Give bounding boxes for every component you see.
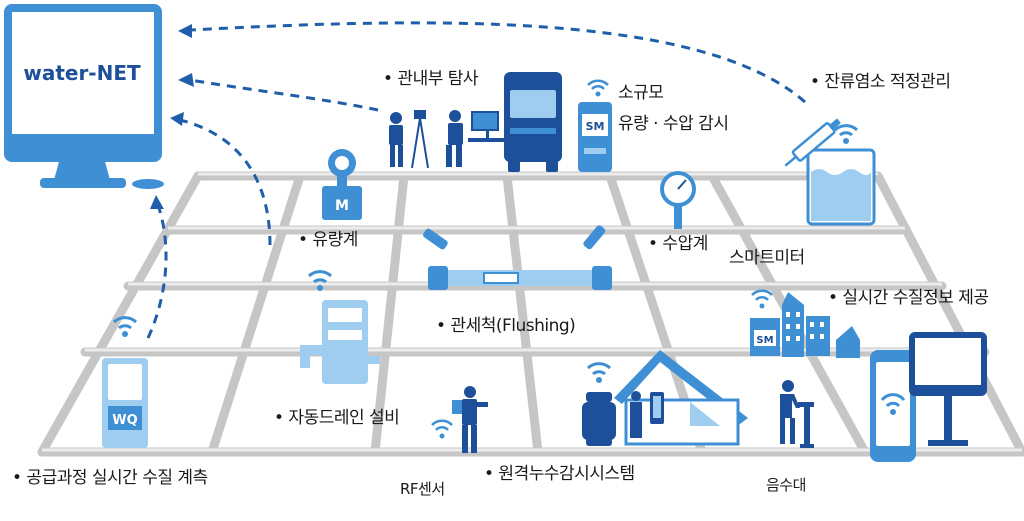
rf-wifi-icon [431,419,453,439]
flow-meter-badge: M [335,198,349,214]
label-small-scale-line2: 유량 · 수압 감시 [618,114,729,134]
pipe-grid-highlight [42,172,1022,452]
pipe-grid [37,171,1024,457]
rf-sensor-worker [452,386,488,453]
pressure-gauge [660,171,696,229]
arrow-from-flowmeter [179,118,272,246]
arrow-from-wq [146,204,168,339]
label-small-scale-line1: 소규모 [618,83,664,103]
wq-badge: WQ [112,413,137,428]
realtime-info-buildings [750,289,860,358]
label-auto-drain: • 자동드레인 설비 [274,408,400,428]
mobile-phone [870,350,916,462]
water-net-monitor [4,4,164,189]
label-supply-monitor: • 공급과정 실시간 수질 계측 [12,468,208,488]
label-chlorine: • 잔류염소 적정관리 [810,72,951,92]
drinking-fountain [780,380,814,448]
dashboard-screen [909,332,987,446]
monitor-title: water-NET [23,61,141,85]
label-rf-sensor: RF센서 [400,480,445,498]
flow-meter [322,149,362,220]
flushing-pipe [423,225,612,290]
arrow-from-chlorine [189,21,806,104]
label-leak-system: • 원격누수감시시스템 [484,464,635,484]
small-scale-badge: SM [586,120,605,133]
label-flushing: • 관세척(Flushing) [436,316,576,336]
label-pipe-inspection: • 관내부 탐사 [383,69,479,89]
house-with-tablet [614,350,748,446]
label-fountain: 음수대 [766,476,806,494]
arrow-heads [150,24,194,209]
arrow-from-inspection [189,78,379,112]
inspection-truck [504,72,562,172]
chlorine-tank [784,118,876,226]
leak-detector [582,362,616,446]
auto-drain-unit [300,270,380,384]
label-flowmeter: • 유량계 [298,230,358,250]
pipe-inspection-workers [389,110,508,169]
data-flow-arrows [146,21,806,339]
label-realtime-info: • 실시간 수질정보 제공 [828,288,989,308]
label-smart-meter: 스마트미터 [729,248,805,268]
small-scale-sm-device [578,79,612,172]
label-pressure-gauge: • 수압계 [648,234,708,254]
water-quality-sensor [102,316,148,448]
building-sm-badge: SM [756,335,773,346]
